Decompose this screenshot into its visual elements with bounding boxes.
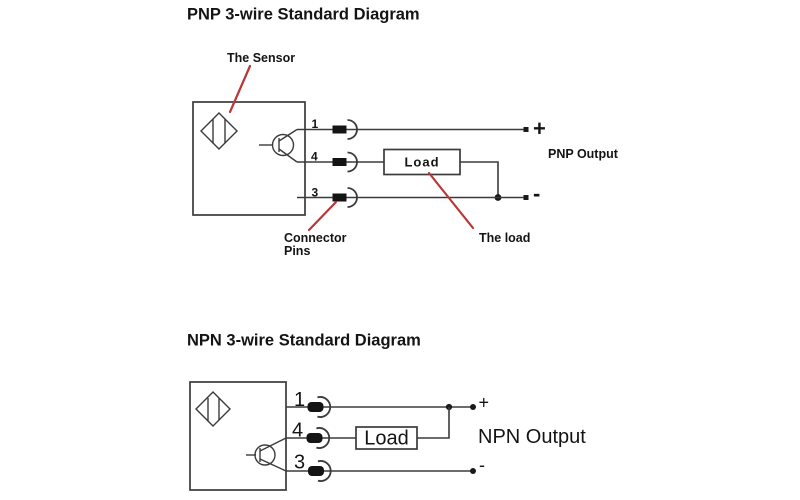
pnp-minus-terminal [523, 195, 529, 200]
diamond-icon [200, 112, 238, 150]
pnp-load-label: Load [404, 155, 439, 170]
pnp-title: PNP 3-wire Standard Diagram [187, 6, 420, 24]
transistor-collector [278, 128, 298, 142]
pnp-pin-1-contact [332, 125, 347, 134]
npn-pin-1-number: 1 [294, 389, 305, 411]
pnp-sensor-symbol-icon [200, 112, 238, 150]
npn-plus-label: + [479, 393, 490, 413]
npn-transistor-icon [246, 437, 287, 472]
npn-pin-3-contact [308, 466, 324, 476]
pnp-pin-4-contact [332, 158, 347, 166]
pnp-output-label: PNP Output [548, 147, 619, 161]
npn-title: NPN 3-wire Standard Diagram [187, 332, 421, 350]
pnp-pin-4-number: 4 [311, 150, 318, 164]
npn-plus-terminal [470, 404, 476, 410]
pnp-plus-terminal [523, 127, 529, 132]
pnp-minus-label: - [533, 181, 540, 206]
pnp-pin-1-number: 1 [312, 117, 319, 131]
pnp-sensor-pointer-line [228, 64, 252, 114]
npn-minus-terminal [470, 468, 476, 474]
diamond-icon [195, 391, 231, 427]
npn-pin-1-contact [307, 402, 324, 412]
npn-junction-to-load-wire [417, 407, 450, 439]
pnp-load-pointer-line [427, 171, 475, 230]
transistor-collector [259, 437, 287, 452]
npn-pin-4-socket-arc [316, 427, 331, 449]
pnp-pin-4-socket-arc [347, 151, 358, 173]
npn-output-label: NPN Output [478, 426, 586, 448]
npn-diagram: NPN 3-wire Standard Diagram 1 + 4 L [187, 332, 586, 491]
pnp-sensor-box [192, 101, 306, 216]
npn-load-box [355, 426, 418, 450]
pnp-diagram: PNP 3-wire Standard Diagram 1 + 4 Load [187, 6, 619, 259]
pnp-plus-label: + [533, 116, 546, 141]
npn-sensor-symbol-icon [195, 391, 231, 427]
npn-minus-label: - [479, 455, 485, 475]
npn-pin-1-socket-arc [317, 396, 332, 418]
pnp-pin-3-number: 3 [312, 186, 319, 200]
npn-pin-4-contact [306, 433, 323, 443]
pnp-pin-3-socket-arc [347, 187, 358, 208]
transistor-emitter [259, 458, 287, 472]
pnp-load-to-minus-wire [460, 161, 499, 198]
pnp-connector-callout-line1: Connector [284, 231, 347, 245]
npn-pin-3-number: 3 [294, 452, 305, 474]
npn-sensor-box [189, 381, 287, 491]
transistor-emitter [278, 148, 298, 163]
pnp-pin-1-socket-arc [347, 119, 358, 140]
npn-load-label: Load [364, 428, 409, 450]
npn-pin-3-socket-arc [317, 460, 332, 482]
pnp-connector-pointer-line [307, 200, 338, 232]
pnp-load-callout-label: The load [479, 231, 530, 245]
pnp-connector-callout-line2: Pins [284, 244, 310, 258]
pnp-pin-3-contact [332, 193, 347, 202]
npn-pin-4-number: 4 [292, 420, 303, 442]
pnp-sensor-callout-label: The Sensor [227, 51, 295, 65]
pnp-transistor-icon [259, 128, 298, 163]
